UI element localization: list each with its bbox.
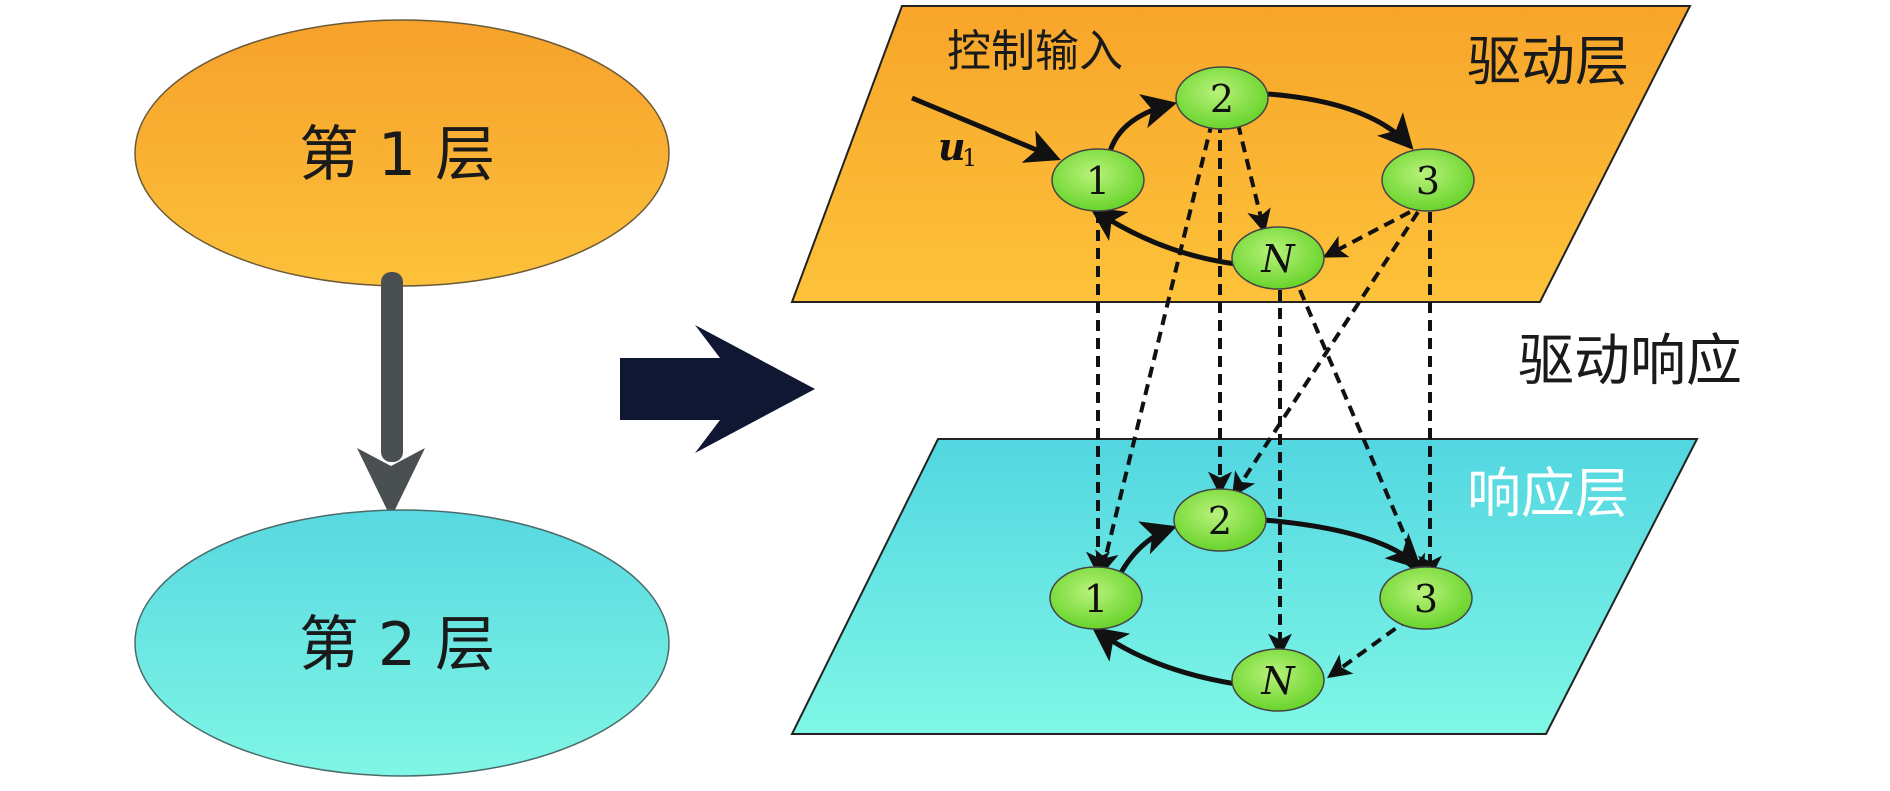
layer2-label: 第 2 层	[299, 610, 495, 680]
response-node-N: N	[1231, 648, 1325, 712]
coupling-arrows	[1086, 121, 1442, 679]
input-symbol: u	[938, 124, 966, 169]
response-ring-arrows	[1091, 517, 1422, 687]
drive-arrow-2-3	[1267, 91, 1414, 150]
response-layer-title: 响应层	[1467, 462, 1629, 525]
drive-node-1: 1	[1051, 148, 1145, 212]
coupling-label: 驱动响应	[1518, 329, 1742, 394]
coupling-arrow-d3-dN	[1322, 210, 1411, 258]
layer1-label: 第 1 层	[299, 120, 495, 190]
response-node-1: 1	[1049, 566, 1143, 630]
drive-layer-plane	[790, 5, 1692, 303]
control-input-arrow	[911, 95, 1061, 163]
control-input-label: 控制输入	[947, 26, 1123, 77]
drive-node-N: N	[1231, 226, 1325, 290]
coupling-arrow-dN-r3	[1298, 289, 1426, 580]
response-node-1-label: 1	[1084, 577, 1108, 621]
response-arrow-2-3	[1263, 517, 1422, 570]
coupling-arrow-r3-rN	[1327, 616, 1412, 679]
drive-arrow-N-1	[1089, 207, 1237, 267]
response-arrow-N-1	[1091, 626, 1237, 687]
coupling-arrow-d2-dN	[1236, 123, 1271, 234]
coupling-arrow-d3-r2	[1232, 210, 1420, 498]
drive-node-N-label: N	[1260, 237, 1296, 281]
response-layer-plane	[790, 438, 1699, 735]
layer2-ellipse	[134, 509, 670, 777]
response-node-3: 3	[1379, 566, 1473, 630]
drive-node-3: 3	[1381, 148, 1475, 212]
response-node-2: 2	[1173, 488, 1267, 552]
drive-node-2-label: 2	[1210, 77, 1234, 121]
layer-down-arrow	[357, 272, 425, 518]
response-arrow-1-2	[1115, 521, 1177, 580]
drive-node-3-label: 3	[1416, 159, 1440, 203]
coupling-arrow-d2-r1	[1095, 121, 1214, 576]
transform-arrow	[620, 325, 815, 453]
input-subscript: 1	[962, 144, 977, 172]
drive-node-1-label: 1	[1086, 159, 1110, 203]
response-node-N-label: N	[1260, 659, 1296, 703]
drive-node-2: 2	[1175, 66, 1269, 130]
response-node-3-label: 3	[1414, 577, 1438, 621]
drive-layer-title: 驱动层	[1467, 30, 1629, 93]
response-node-2-label: 2	[1208, 499, 1232, 543]
